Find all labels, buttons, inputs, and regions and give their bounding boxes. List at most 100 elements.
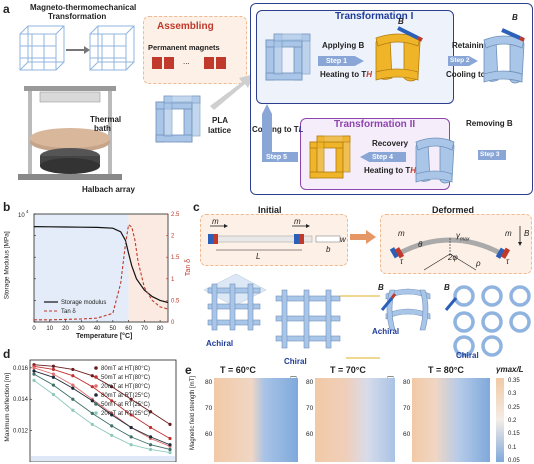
legend-label-storage: Storage modulus bbox=[61, 300, 106, 306]
assembling-box bbox=[143, 16, 247, 84]
legend-marker-d bbox=[94, 366, 98, 370]
panel-label-b: b bbox=[3, 200, 11, 214]
halbach-label: Halbach array bbox=[82, 185, 135, 194]
hm3-ytick-80: 80 bbox=[403, 379, 411, 386]
thermal-label: Thermal bbox=[90, 115, 122, 124]
chiral-label-1: Chiral bbox=[284, 357, 307, 366]
chiral-lattice-deformed bbox=[453, 285, 531, 357]
x-tick-label: 10 bbox=[46, 326, 53, 332]
series-point-d bbox=[168, 436, 172, 441]
colorbar-tick-label: 0.1 bbox=[508, 444, 517, 451]
x-tick-label: 60 bbox=[125, 326, 132, 332]
thickness-label: b bbox=[326, 245, 331, 254]
legend-label-d: 20mT at HT(80°C) bbox=[101, 384, 150, 390]
series-point-d bbox=[168, 443, 172, 447]
series-line-d bbox=[33, 364, 171, 425]
y-tick-label-d: 0.014 bbox=[13, 397, 29, 403]
series-point-d bbox=[90, 385, 94, 389]
panel-label-d: d bbox=[3, 347, 11, 361]
series-line-d bbox=[33, 380, 171, 454]
series-point-d bbox=[90, 399, 94, 403]
colorbar-tick-label: 0.3 bbox=[508, 391, 517, 398]
colorbar-title: γmax/L bbox=[496, 365, 524, 374]
series-point-d bbox=[168, 422, 172, 426]
deformed-label: Deformed bbox=[432, 205, 475, 215]
plot-frame bbox=[33, 213, 169, 323]
series-point-d bbox=[71, 383, 75, 387]
deformed-moment-left: m bbox=[398, 229, 405, 238]
deformed-beam-diagram bbox=[389, 226, 522, 271]
series-point-d bbox=[129, 435, 133, 439]
lattice-yellow-1 bbox=[375, 26, 423, 82]
series-point-d bbox=[129, 443, 133, 447]
legend-label-d: 80mT at HT(80°C) bbox=[101, 366, 150, 372]
x-tick-label: 20 bbox=[62, 326, 69, 332]
series-point-d bbox=[148, 410, 153, 414]
series-point-d bbox=[51, 392, 56, 397]
chart-b-y2label: Tan δ bbox=[185, 258, 193, 277]
bath-label: bath bbox=[94, 124, 111, 133]
colorbar-tick-label: 0.05 bbox=[508, 458, 520, 464]
legend-marker-d bbox=[94, 411, 98, 415]
x-tick-label: 70 bbox=[141, 326, 148, 332]
x-tick-label: 40 bbox=[94, 326, 101, 332]
series-point-d bbox=[148, 447, 153, 452]
pla-lattice-illustration bbox=[155, 95, 201, 143]
step3-arrow bbox=[478, 150, 506, 160]
series-point-d bbox=[110, 433, 114, 437]
achiral-label-1: Achiral bbox=[206, 339, 234, 348]
heatmap-title-70: T = 70°C bbox=[330, 365, 366, 375]
series-point-d bbox=[110, 385, 114, 389]
transformation-i-title: Transformation I bbox=[335, 11, 414, 22]
achiral-lattice-deformed bbox=[385, 288, 431, 331]
heatmap-title-80: T = 80°C bbox=[428, 365, 464, 375]
y2-tick-label: 1 bbox=[171, 277, 175, 283]
series-point-d bbox=[90, 411, 94, 415]
magnets-illustration bbox=[152, 57, 226, 69]
b-arrow-achiral: B bbox=[378, 283, 384, 292]
panel-label-e: e bbox=[185, 363, 192, 377]
colorbar-tick-label: 0.15 bbox=[508, 431, 520, 438]
colorbar-tick-label: 0.25 bbox=[508, 404, 520, 411]
hm3-ytick-60: 60 bbox=[403, 431, 411, 438]
two-phi-label: 2φ bbox=[448, 253, 458, 262]
series-point-d bbox=[51, 375, 56, 379]
thermal-bath-apparatus bbox=[18, 86, 122, 180]
y2-tick-label: 0.5 bbox=[171, 298, 180, 304]
hm2-ytick-80: 80 bbox=[306, 379, 314, 386]
gamma-max-label: γmax bbox=[456, 231, 470, 243]
step5-arrow bbox=[262, 152, 298, 162]
tan-delta-line bbox=[34, 223, 169, 321]
x-tick-label: 50 bbox=[109, 326, 116, 332]
tau-label-left: τ bbox=[400, 257, 403, 266]
recovery-label: Recovery bbox=[372, 139, 409, 148]
width-label: w bbox=[340, 235, 346, 244]
step5-up-arrow bbox=[262, 104, 272, 154]
series-point-d bbox=[110, 424, 114, 428]
legend-label-d: 50mT at HT(80°C) bbox=[101, 375, 150, 381]
series-line-d bbox=[33, 373, 171, 450]
series-point-d bbox=[90, 374, 94, 378]
series-point-d bbox=[110, 413, 114, 417]
bottom-band-d bbox=[31, 456, 175, 461]
legend-label-tan: Tan δ bbox=[61, 309, 76, 315]
removing-b-label: Removing B bbox=[466, 119, 513, 128]
perm-magnets-label: Permanent magnets bbox=[148, 43, 220, 52]
series-point-d bbox=[71, 386, 75, 390]
series-point-d bbox=[32, 372, 36, 376]
heatmap-ylabel-1: Magnetic field strength [mT] bbox=[190, 375, 197, 451]
series-point-d bbox=[71, 397, 75, 401]
heating-th-label-2: Heating to TH bbox=[364, 166, 416, 175]
y-tick-label-top-exp: 4 bbox=[26, 209, 29, 214]
legend-label-d: 20mT at RT(25°C) bbox=[101, 411, 150, 417]
field-b-label: B bbox=[524, 229, 530, 238]
series-line-d bbox=[33, 370, 171, 446]
transformation-ii-title: Transformation II bbox=[334, 119, 416, 130]
step2-label: Step 2 bbox=[450, 57, 470, 64]
lattice-yellow-2 bbox=[309, 135, 351, 179]
series-point-d bbox=[32, 369, 36, 373]
colorbar-tick-label: 0.35 bbox=[508, 378, 520, 384]
series-point-d bbox=[51, 372, 56, 376]
cooling-tl-label-2: Cooling to TL bbox=[252, 125, 304, 134]
y2-tick-label: 1.5 bbox=[171, 255, 180, 261]
